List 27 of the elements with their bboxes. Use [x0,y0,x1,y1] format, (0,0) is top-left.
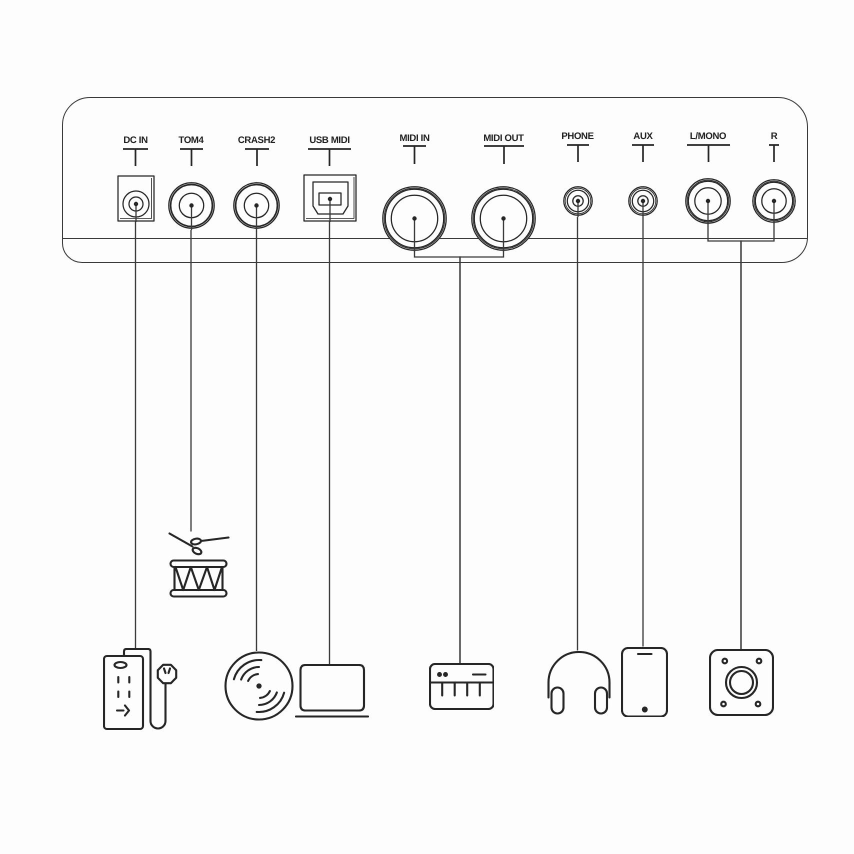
connector-line [740,224,775,649]
connector-line [328,222,330,664]
rear-panel [62,97,808,263]
power-adapter-icon [103,648,180,731]
connector-line [642,217,644,646]
smartphone-icon [620,646,668,717]
port-label: PHONE [561,130,594,144]
connector-line [134,222,136,648]
vinyl-record-icon [224,651,294,721]
connector-line [190,230,192,532]
port-label: TOM4 [178,134,204,148]
laptop-icon [295,664,369,718]
connector-line [576,217,578,650]
port-label: MIDI OUT [483,132,524,146]
headphones-icon [547,650,611,714]
connector-line [459,252,504,663]
drum-icon [168,532,230,598]
port-label: AUX [633,130,653,144]
port-label: R [770,130,778,144]
port-label: L/MONO [690,130,726,144]
keyboard-icon [428,663,494,710]
speaker-icon [708,649,774,716]
port-label: DC IN [123,134,148,148]
port-label: USB MIDI [309,134,350,148]
port-label: CRASH2 [238,134,276,148]
connector-line [256,230,258,651]
port-label: MIDI IN [399,132,430,146]
